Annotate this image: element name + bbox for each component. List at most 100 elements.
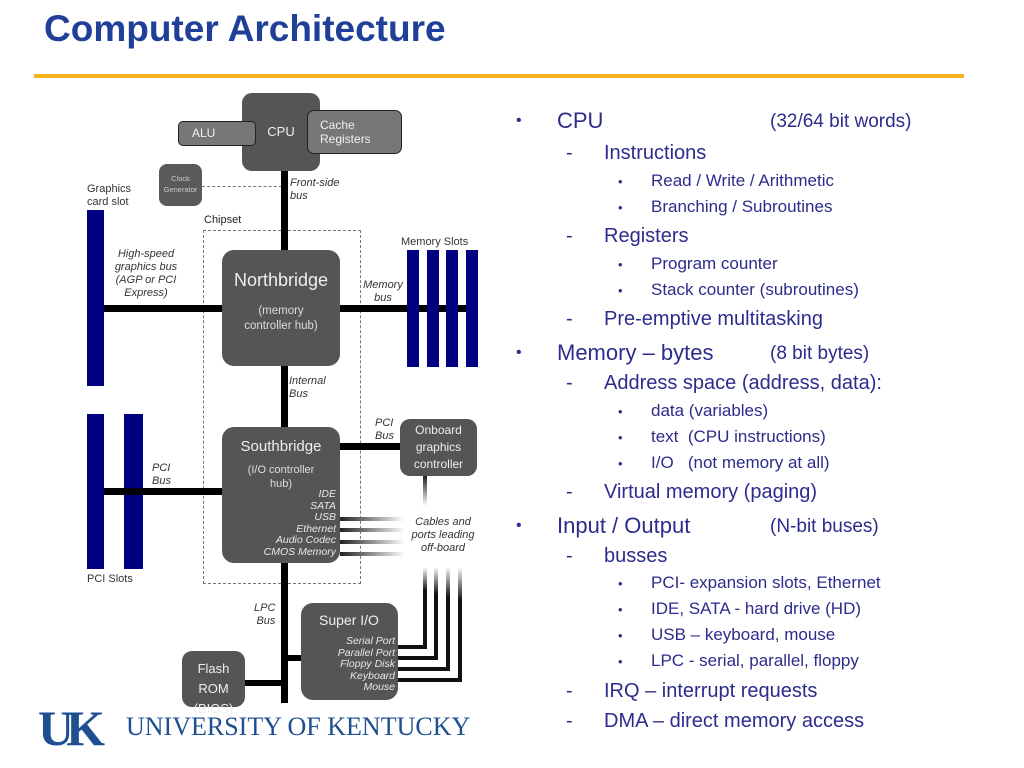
super-io-ports: Serial Port Parallel Port Floppy Disk Ke… xyxy=(337,635,395,694)
southbridge-sub-2: hub) xyxy=(269,478,293,490)
bullet-text-level-3: Read / Write / Arithmetic xyxy=(651,171,834,190)
memory-bus-label: Memory bus xyxy=(363,279,403,304)
bullet-text-level-3: text (CPU instructions) xyxy=(651,427,826,446)
cable-audio xyxy=(340,540,405,544)
southbridge-label: Southbridge xyxy=(240,438,322,455)
cable-usb xyxy=(340,517,405,521)
bullet-marker: • xyxy=(618,628,623,643)
cables-label: Cables and ports leading off-board xyxy=(411,516,475,554)
port-serial: Serial Port xyxy=(345,635,395,647)
bullet-text-level-3: Program counter xyxy=(651,254,778,273)
pci-slots-label: PCI Slots xyxy=(87,573,133,585)
port-usb: USB xyxy=(314,511,336,523)
chipset-label: Chipset xyxy=(204,214,242,226)
bullet-marker: - xyxy=(566,710,573,732)
bullet-marker: - xyxy=(566,372,573,394)
slide-title: Computer Architecture xyxy=(44,8,446,49)
clock-generator-box: Clock Generator xyxy=(159,164,202,206)
port-cmos-memory: CMOS Memory xyxy=(263,545,336,558)
bullet-marker: • xyxy=(516,344,522,361)
onboard-graphics-cable xyxy=(423,476,427,506)
internal-bus-label: Internal Bus xyxy=(289,375,326,400)
bullet-text-level-2: Registers xyxy=(604,225,689,247)
bullet-text-level-3: PCI- expansion slots, Ethernet xyxy=(651,573,881,592)
northbridge-sub-2: controller hub) xyxy=(244,320,318,332)
graphics-card-slot xyxy=(87,210,104,386)
bullet-marker: - xyxy=(566,308,573,330)
memory-slot-4 xyxy=(466,250,478,367)
pci-bus-left-label: PCI Bus xyxy=(152,462,171,487)
clock-label-2: Generator xyxy=(163,185,198,194)
southbridge-sub-1: (I/O controller xyxy=(247,464,315,476)
bullet-note: (32/64 bit words) xyxy=(770,111,912,132)
alu-label: ALU xyxy=(192,126,216,140)
high-speed-bus-label: High-speed graphics bus (AGP or PCI Expr… xyxy=(114,248,178,299)
bullet-text-level-1: Memory – bytes xyxy=(557,340,714,365)
bullet-text-level-2: DMA – direct memory access xyxy=(604,710,865,732)
southbridge-box: Southbridge (I/O controller hub) IDE SAT… xyxy=(222,427,340,563)
lpc-bus-label: LPC Bus xyxy=(254,602,276,627)
cable-ethernet xyxy=(340,528,405,532)
onboard-label-3: controller xyxy=(413,457,464,471)
bullet-marker: • xyxy=(618,283,623,298)
bullet-marker: - xyxy=(566,142,573,164)
front-side-bus xyxy=(281,170,288,252)
front-side-bus-label: Front-side bus xyxy=(290,177,340,202)
bullet-note: (N-bit buses) xyxy=(770,516,879,537)
lpc-to-flash xyxy=(243,680,285,686)
bullet-text-level-2: Address space (address, data): xyxy=(604,372,882,394)
memory-slots-label: Memory Slots xyxy=(401,236,469,248)
onboard-graphics-box: Onboard graphics controller xyxy=(400,419,477,476)
northbridge-box: Northbridge (memory controller hub) xyxy=(222,250,340,366)
flash-rom-box: Flash ROM (BIOS) xyxy=(182,651,245,716)
bullet-text-level-2: IRQ – interrupt requests xyxy=(604,680,818,702)
uk-logo: UK xyxy=(38,700,105,756)
cache-label: Cache xyxy=(320,118,355,132)
bullet-marker: • xyxy=(618,257,623,272)
port-parallel: Parallel Port xyxy=(337,646,395,659)
bullet-text-level-2: Pre-emptive multitasking xyxy=(604,308,823,330)
pci-bus-right-label: PCI Bus xyxy=(375,417,394,442)
flash-label-1: Flash ROM xyxy=(197,661,230,696)
bullet-text-level-3: IDE, SATA - hard drive (HD) xyxy=(651,599,862,618)
bullet-text-level-3: I/O (not memory at all) xyxy=(651,453,830,472)
bullet-text-level-1: Input / Output xyxy=(557,513,691,538)
bullet-marker: • xyxy=(618,654,623,669)
lpc-to-superio xyxy=(288,655,302,661)
bullet-text-level-3: Branching / Subroutines xyxy=(651,197,833,216)
northbridge-sub-1: (memory xyxy=(258,305,304,317)
cache-registers-box: Cache Registers xyxy=(307,110,402,154)
pci-slot-1 xyxy=(87,414,104,569)
bullet-text-level-3: data (variables) xyxy=(651,401,769,420)
cable-keyboard xyxy=(398,568,462,682)
port-ethernet: Ethernet xyxy=(296,522,336,535)
memory-slot-3 xyxy=(446,250,458,367)
bullet-text-level-2: Virtual memory (paging) xyxy=(604,481,818,503)
cpu-label: CPU xyxy=(267,124,295,139)
port-keyboard: Keyboard xyxy=(350,669,395,682)
memory-slot-2 xyxy=(427,250,439,367)
lpc-bus xyxy=(281,563,288,703)
clock-label-1: Clock xyxy=(171,174,190,183)
bullet-marker: - xyxy=(566,680,573,702)
flash-label-2: (BIOS) xyxy=(193,701,234,716)
bullet-marker: • xyxy=(618,174,623,189)
bullet-marker: • xyxy=(618,200,623,215)
alu-box: ALU xyxy=(178,121,256,146)
pci-bus-right xyxy=(340,443,400,450)
pci-bus-left xyxy=(104,488,222,495)
bullet-marker: • xyxy=(618,430,623,445)
bullet-marker: • xyxy=(618,602,623,617)
port-ide: IDE xyxy=(318,488,336,500)
internal-bus xyxy=(281,366,288,428)
memory-slot-1 xyxy=(407,250,419,367)
southbridge-ports: IDE SATA USB Ethernet Audio Codec CMOS M… xyxy=(263,488,336,558)
onboard-label-2: graphics xyxy=(415,440,462,454)
bullet-marker: • xyxy=(618,404,623,419)
bullet-text-level-3: USB – keyboard, mouse xyxy=(651,625,836,644)
bullet-marker: • xyxy=(516,517,522,534)
bullet-marker: • xyxy=(618,456,623,471)
bullet-text-level-2: Instructions xyxy=(604,142,707,164)
bullet-marker: • xyxy=(516,112,522,129)
bullet-text-level-1: CPU xyxy=(557,108,604,133)
